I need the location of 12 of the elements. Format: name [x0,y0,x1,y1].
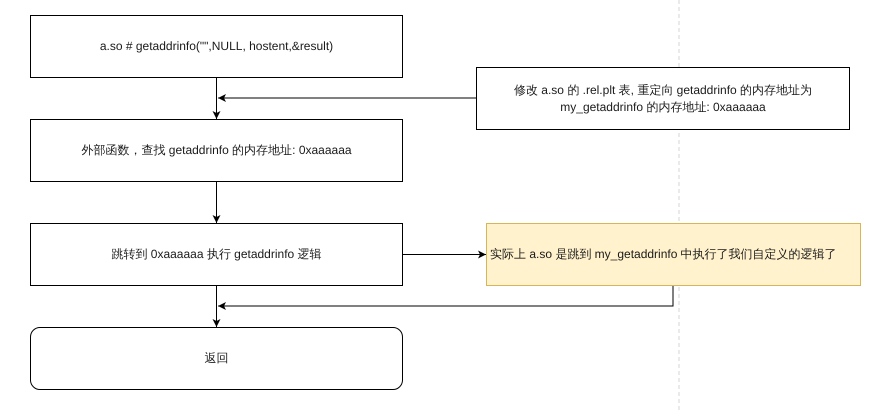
process-box: 修改 a.so 的 .rel.plt 表, 重定向 getaddrinfo 的内存地址为 my_getaddrinfo 的内存地址: 0xaaaaaa [476,67,850,130]
arrow [218,286,674,310]
process-box: a.so # getaddrinfo("",NULL, hostent,&result) [30,15,403,78]
arrow [212,78,220,120]
arrow [218,94,476,102]
arrow [212,286,220,328]
process-box: 外部函数，查找 getaddrinfo 的内存地址: 0xaaaaaa [30,119,403,182]
arrow [402,250,486,258]
arrow [212,182,220,224]
process-box: 跳转到 0xaaaaaa 执行 getaddrinfo 逻辑 [30,223,403,286]
end-box: 返回 [30,327,403,390]
note-box: 实际上 a.so 是跳到 my_getaddrinfo 中执行了我们自定义的逻辑了 [486,223,861,286]
